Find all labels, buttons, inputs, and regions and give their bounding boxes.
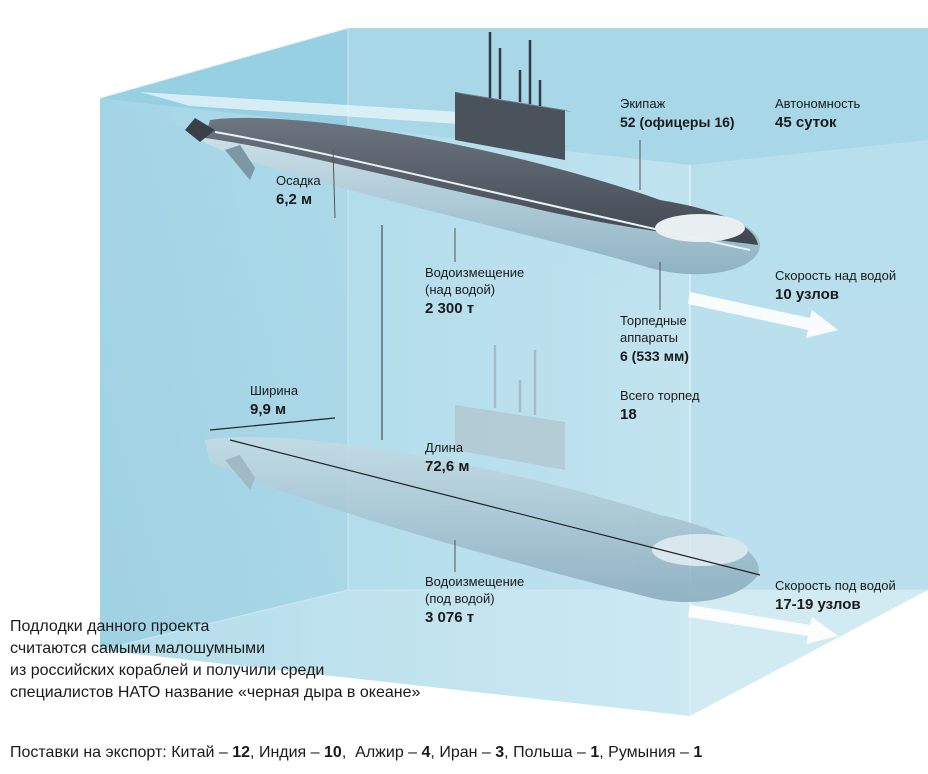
crew-value: 52 (офицеры 16)	[620, 113, 735, 130]
box-edge	[99, 27, 349, 99]
rudder	[185, 118, 215, 142]
crew-label: Экипаж 52 (офицеры 16)	[620, 96, 735, 131]
total-torpedoes-title: Всего торпед	[620, 388, 700, 403]
export-item: Китай – 12,	[171, 744, 255, 761]
export-item: Алжир – 4,	[355, 744, 435, 761]
waterline	[214, 131, 751, 251]
displacement-surface-subtitle: (над водой)	[425, 281, 496, 297]
displacement-submerged-label: Водоизмещение (под водой) 3 076 т	[425, 574, 524, 627]
displacement-submerged-subtitle: (под водой)	[425, 590, 495, 606]
export-prefix: Поставки на экспорт:	[10, 744, 167, 761]
hull-upper	[205, 117, 758, 245]
conning-tower-top	[455, 92, 572, 112]
export-line: Поставки на экспорт: Китай – 12, Индия –…	[10, 744, 702, 762]
draft-title: Осадка	[276, 173, 321, 188]
displacement-submerged-title: Водоизмещение	[425, 574, 525, 589]
masts	[493, 345, 537, 415]
width-label: Ширина 9,9 м	[250, 383, 298, 419]
autonomy-value: 45 суток	[775, 113, 837, 131]
speed-surface-value: 10 узлов	[775, 285, 839, 303]
length-value: 72,6 м	[425, 457, 470, 475]
stern-fin	[225, 145, 255, 180]
note-line: считаются самыми малошумными	[10, 640, 266, 657]
export-item: Иран – 3,	[439, 744, 509, 761]
total-torpedoes-label: Всего торпед 18	[620, 388, 700, 424]
stern-fin	[225, 455, 255, 490]
displacement-surface-value: 2 300 т	[425, 299, 475, 317]
note-line: специалистов НАТО название «черная дыра …	[10, 684, 421, 701]
hull-submerged	[205, 437, 759, 603]
note-line: из российских кораблей и получили среди	[10, 662, 325, 679]
speed-surface-label: Скорость над водой 10 узлов	[775, 268, 896, 304]
width-title: Ширина	[250, 383, 299, 398]
crew-title: Экипаж	[620, 96, 666, 111]
note-text: Подлодки данного проекта считаются самым…	[10, 616, 480, 704]
draft-value: 6,2 м	[276, 190, 313, 208]
note-line: Подлодки данного проекта	[10, 618, 210, 635]
width-value: 9,9 м	[250, 400, 287, 418]
width-dimension-line	[209, 417, 336, 431]
speed-surface-title: Скорость над водой	[775, 268, 897, 283]
export-item: Польша – 1,	[513, 744, 604, 761]
displacement-surface-label: Водоизмещение (над водой) 2 300 т	[425, 265, 524, 318]
export-item: Индия – 10,	[258, 744, 347, 761]
bow-dome	[652, 534, 748, 566]
autonomy-label: Автономность 45 суток	[775, 96, 860, 132]
draft-dimension-line	[332, 149, 336, 219]
submarine-submerged	[205, 345, 759, 603]
speed-arrow-submerged	[688, 605, 838, 644]
submarine-surface	[185, 32, 760, 275]
draft-label: Осадка 6,2 м	[276, 173, 321, 209]
bow-dome	[655, 214, 745, 242]
length-dimension-line	[229, 439, 761, 576]
speed-arrow-surface	[688, 292, 838, 338]
torpedo-tubes-title-1: Торпедные	[620, 313, 687, 328]
displacement-submerged-value: 3 076 т	[425, 608, 475, 626]
conning-tower	[455, 405, 565, 470]
length-label: Длина 72,6 м	[425, 440, 469, 476]
torpedo-tubes-value: 6 (533 мм)	[620, 347, 689, 364]
length-title: Длина	[425, 440, 464, 455]
box-edge	[99, 589, 349, 651]
displacement-surface-title: Водоизмещение	[425, 265, 525, 280]
torpedo-tubes-title-2: аппараты	[620, 329, 679, 345]
speed-submerged-title: Скорость под водой	[775, 578, 896, 593]
conning-tower	[455, 92, 565, 160]
torpedo-tubes-label: Торпедные аппараты 6 (533 мм)	[620, 313, 689, 365]
speed-submerged-label: Скорость под водой 17-19 узлов	[775, 578, 896, 614]
wake	[140, 92, 460, 124]
speed-submerged-value: 17-19 узлов	[775, 595, 861, 613]
masts	[488, 32, 542, 106]
export-item: Румыния – 1	[608, 744, 703, 761]
total-torpedoes-value: 18	[620, 405, 637, 423]
autonomy-title: Автономность	[775, 96, 861, 111]
